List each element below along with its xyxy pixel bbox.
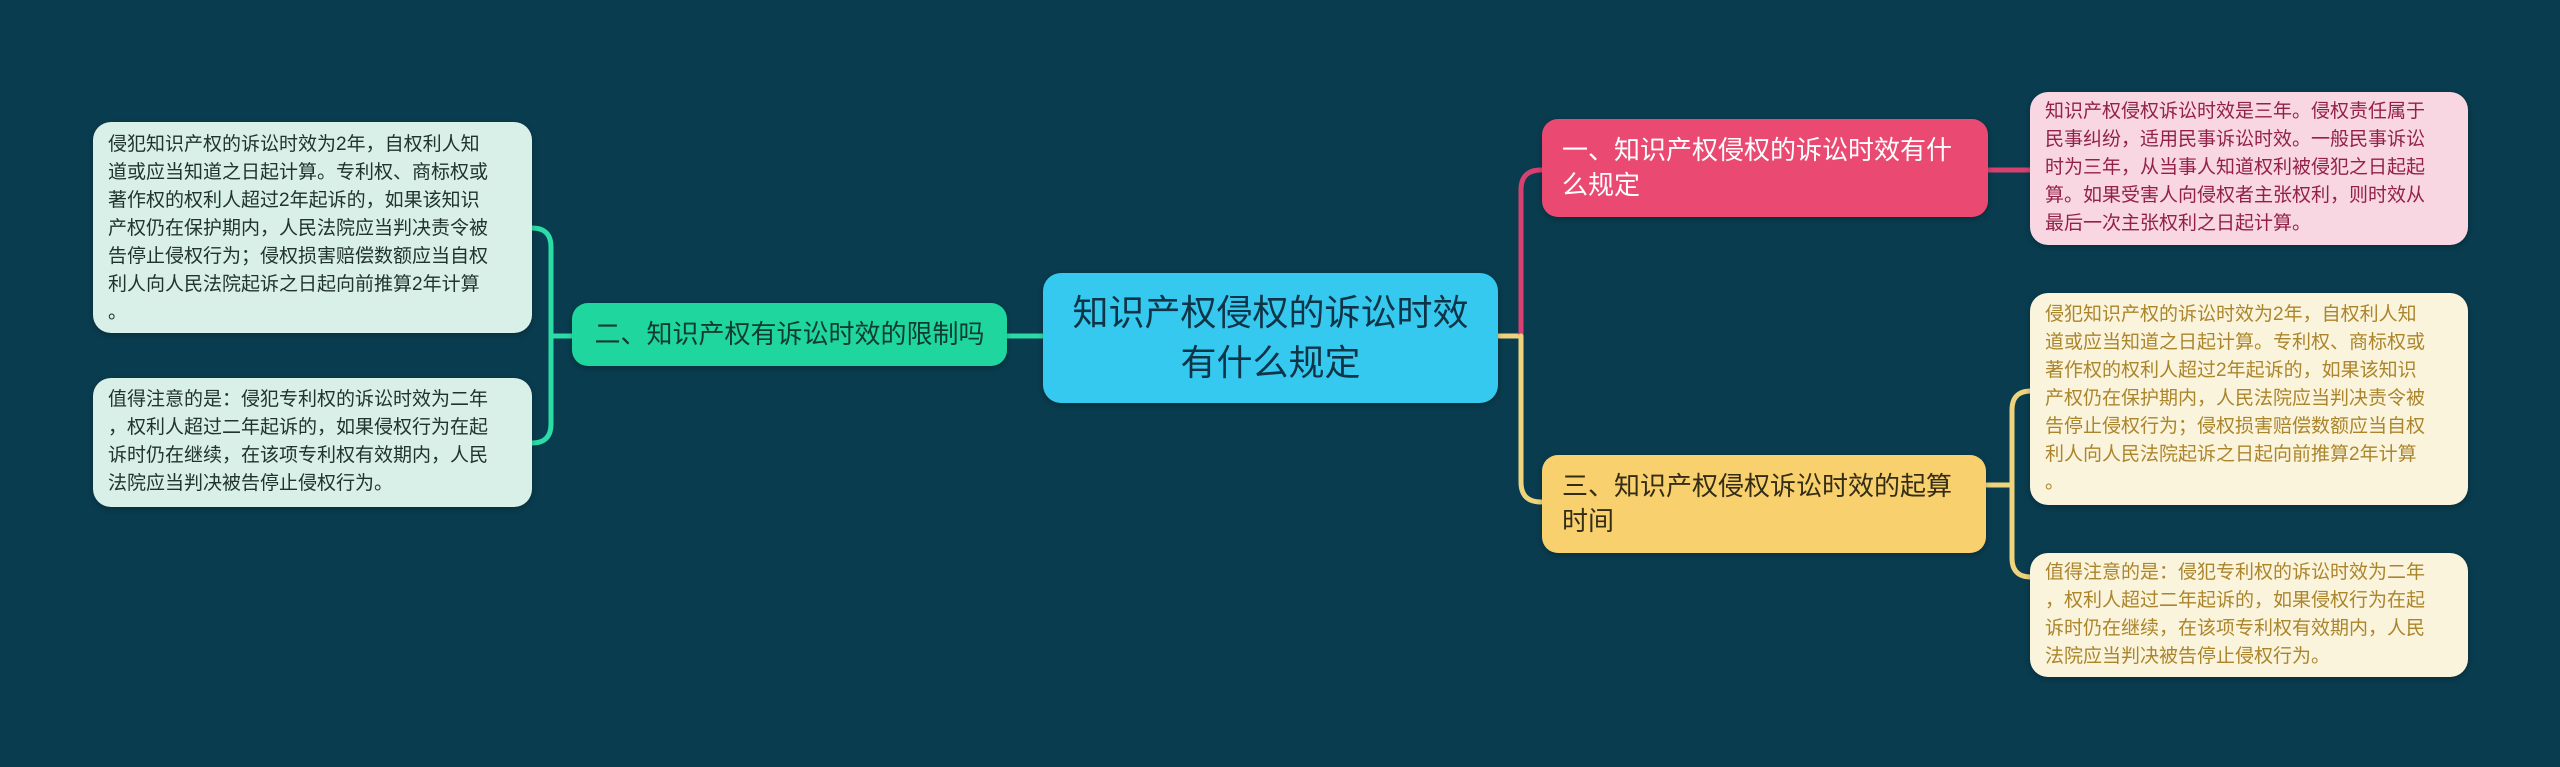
branch-node-start-time[interactable]: 三、知识产权侵权诉讼时效的起算 时间 bbox=[1542, 455, 1986, 553]
branch-node-statute-provisions[interactable]: 一、知识产权侵权的诉讼时效有什 么规定 bbox=[1542, 119, 1988, 217]
root-to-branch1-connector bbox=[1518, 167, 1544, 339]
root-node-title[interactable]: 知识产权侵权的诉讼时效 有什么规定 bbox=[1043, 273, 1498, 403]
note-statute-two-years-left[interactable]: 侵犯知识产权的诉讼时效为2年，自权利人知 道或应当知道之日起计算。专利权、商标权… bbox=[93, 122, 532, 333]
branch3-to-detail2-connector bbox=[2009, 482, 2034, 580]
note-patent-two-years-right[interactable]: 值得注意的是：侵犯专利权的诉讼时效为二年 ，权利人超过二年起诉的，如果侵权行为在… bbox=[2030, 553, 2468, 677]
branch-node-limitation-question[interactable]: 二、知识产权有诉讼时效的限制吗 bbox=[572, 303, 1007, 366]
branch3-to-detail1-connector bbox=[2009, 388, 2034, 488]
note-three-year-statute[interactable]: 知识产权侵权诉讼时效是三年。侵权责任属于 民事纠纷，适用民事诉讼时效。一般民事诉… bbox=[2030, 92, 2468, 245]
root-to-branch3-connector bbox=[1518, 333, 1544, 505]
note-statute-two-years-right[interactable]: 侵犯知识产权的诉讼时效为2年，自权利人知 道或应当知道之日起计算。专利权、商标权… bbox=[2030, 293, 2468, 505]
note-patent-two-years-left[interactable]: 值得注意的是：侵犯专利权的诉讼时效为二年 ，权利人超过二年起诉的，如果侵权行为在… bbox=[93, 378, 532, 507]
branch2-merge-connector bbox=[529, 225, 554, 446]
